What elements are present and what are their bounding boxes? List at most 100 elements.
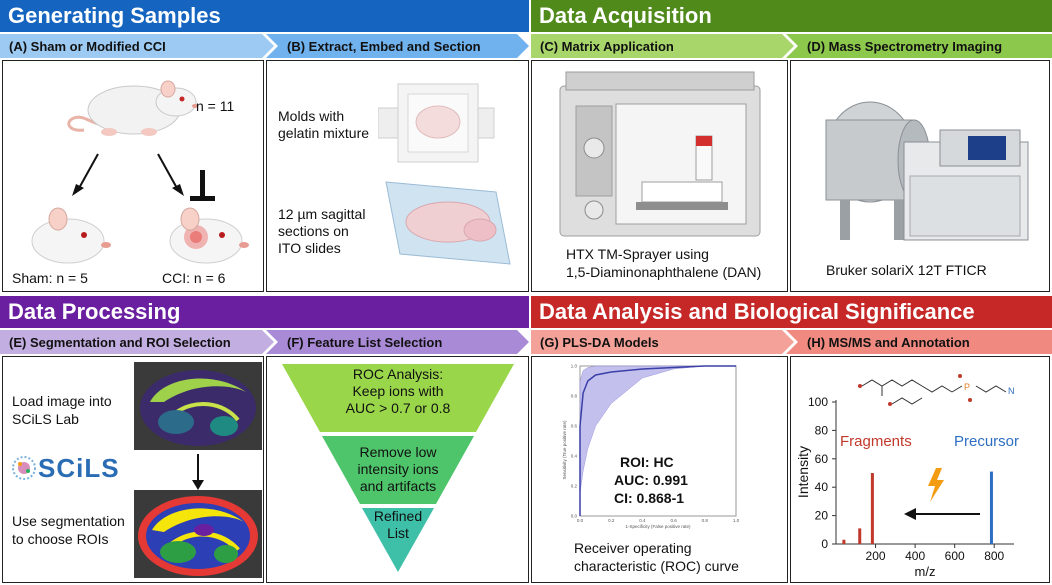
ms-ytick-label: 80: [815, 423, 829, 437]
subheader-arrows-bottom: [0, 330, 1052, 354]
segmentation-label: Use segmentation to choose ROIs: [12, 513, 125, 547]
band-title: Generating Samples: [8, 3, 221, 28]
funnel-tier-3-line-1: Refined: [373, 508, 423, 524]
ms-ytick-label: 100: [808, 395, 828, 409]
brain-image-top: [134, 362, 262, 450]
funnel-tier-1-line-2: Keep ions with: [352, 383, 444, 399]
phosphate-p: P: [964, 382, 970, 392]
brain-image-segmented: [134, 490, 262, 578]
lightning-icon: [928, 468, 944, 502]
fragment-arrowhead: [904, 508, 916, 520]
sprayer-caption-1: HTX TM-Sprayer using: [566, 246, 709, 262]
n-total-label: n = 11: [196, 98, 235, 114]
roc-ytick-label: 0.4: [571, 454, 578, 459]
ms-ytick-label: 0: [821, 537, 828, 551]
ms-ytick-label: 20: [815, 509, 829, 523]
roc-xtick-label: 0.2: [608, 518, 615, 523]
subheader-g-bg: [531, 330, 794, 354]
funnel-tier-1: [282, 364, 514, 432]
fragment-peak: [842, 539, 846, 544]
subheader-arrows-top: [0, 34, 1052, 58]
arrow-to-cci: [157, 153, 184, 196]
band-data-acquisition: Data Acquisition: [531, 0, 1052, 32]
funnel-tier-2: [322, 436, 474, 504]
roc-roi-label: ROI: HC: [620, 454, 674, 470]
roc-caption-2: characteristic (ROC) curve: [574, 558, 739, 574]
roc-caption-1: Receiver operating: [574, 540, 692, 556]
feature-funnel: [282, 364, 514, 572]
ms-ytick-label: 40: [815, 480, 829, 494]
funnel-tier-1-line-3: AUC > 0.7 or 0.8: [345, 400, 451, 416]
arrow-to-sham: [72, 153, 99, 196]
roc-xtick-label: 0.0: [577, 518, 584, 523]
molds-label: Molds with gelatin mixture: [278, 108, 370, 141]
rat-cci-head: [169, 207, 249, 264]
sham-count-label: Sham: n = 5: [12, 270, 88, 286]
subheader-e-bg: [0, 330, 274, 354]
ms-xtick-label: 600: [945, 549, 965, 563]
subheader-d: (D) Mass Spectrometry Imaging: [807, 39, 1003, 54]
funnel-tier-3: [362, 508, 434, 572]
ito-slide-illustration: [385, 181, 511, 265]
fragment-peak: [858, 528, 862, 544]
subheader-c: (C) Matrix Application: [540, 39, 674, 54]
precursor-peak: [989, 471, 993, 544]
roc-ytick-label: 1.0: [571, 364, 578, 369]
funnel-tier-1-line-1: ROC Analysis:: [352, 366, 444, 382]
subheader-g: (G) PLS-DA Models: [540, 335, 659, 350]
fticr-instrument-illustration: [825, 101, 1029, 241]
ms-ytick-label: 60: [815, 452, 829, 466]
roc-ytick-label: 0.2: [571, 484, 578, 489]
band-data-processing: Data Processing: [0, 296, 529, 328]
panel-h: [790, 356, 1050, 583]
band-data-analysis: Data Analysis and Biological Significanc…: [531, 296, 1052, 328]
roc-xtick-label: 0.4: [639, 518, 646, 523]
rat-sham-head: [31, 207, 111, 264]
tm-sprayer-illustration: [559, 71, 761, 237]
ms-xtick-label: 200: [866, 549, 886, 563]
subheader-b: (B) Extract, Embed and Section: [287, 39, 481, 54]
funnel-tier-2-line-1: Remove low: [359, 444, 437, 460]
sections-label: 12 µm sagittal sections on ITO slides: [278, 206, 366, 256]
arrow-down-segmentation: [192, 454, 204, 490]
roc-curve-line: [579, 365, 736, 516]
band-title: Data Analysis and Biological Significanc…: [539, 299, 975, 324]
fragment-peak: [870, 473, 874, 544]
subheader-b-bg: [266, 34, 529, 58]
nitrogen-n: N: [1008, 386, 1015, 396]
lipid-structure-icon: P N: [858, 374, 1015, 406]
roc-xtick-label: 0.8: [702, 518, 709, 523]
roc-ytick-label: 0.0: [571, 514, 578, 519]
precursor-label: Precursor: [954, 433, 1020, 450]
band-generating-samples: Generating Samples: [0, 0, 529, 32]
roc-xtick-label: 0.6: [670, 518, 677, 523]
ms-xtick-label: 800: [984, 549, 1004, 563]
subheader-a-bg: [0, 34, 274, 58]
subheader-f: (F) Feature List Selection: [287, 335, 443, 350]
subheader-a: (A) Sham or Modified CCI: [9, 39, 166, 54]
ms-xlabel: m/z: [915, 564, 936, 579]
funnel-tier-2-line-2: intensity ions: [357, 461, 439, 477]
ms-ylabel: Intensity: [795, 446, 811, 498]
ms-xtick-label: 400: [905, 549, 925, 563]
band-title: Data Processing: [8, 299, 181, 324]
subheader-e: (E) Segmentation and ROI Selection: [9, 335, 231, 350]
scils-logo-text: SCiLS: [38, 453, 120, 483]
roc-auc-label: AUC: 0.991: [614, 472, 688, 488]
subheader-h: (H) MS/MS and Annotation: [807, 335, 970, 350]
load-image-label: Load image into SCiLS Lab: [12, 393, 112, 427]
funnel-tier-3-line-2: List: [387, 525, 409, 541]
fticr-caption: Bruker solariX 12T FTICR: [826, 262, 987, 278]
roc-ci-label: CI: 0.868-1: [614, 490, 685, 506]
subheader-f-bg: [266, 330, 529, 354]
band-title: Data Acquisition: [539, 3, 712, 28]
roc-xlabel: 1-Specificity (False positive rate): [625, 524, 691, 529]
roc-ylabel: Sensitivity (True positive rate): [562, 420, 567, 480]
roc-confidence-band: [579, 365, 736, 516]
scils-logo: [12, 456, 36, 480]
sprayer-caption-2: 1,5-Diaminonaphthalene (DAN): [566, 264, 762, 280]
subheader-c-bg: [531, 34, 794, 58]
roc-ytick-label: 0.6: [571, 424, 578, 429]
